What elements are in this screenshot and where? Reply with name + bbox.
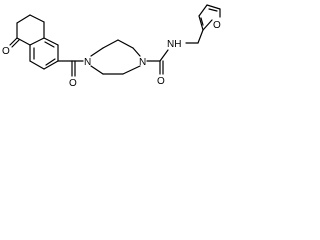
bond: [159, 49, 169, 62]
bond: [122, 65, 141, 75]
furan-ring: O: [198, 4, 221, 31]
bond: [29, 60, 45, 70]
bond: [43, 37, 59, 46]
bond: [102, 39, 119, 49]
bond: [206, 4, 221, 10]
diazepane-ring: N N: [84, 39, 146, 75]
benzene-ring: [29, 37, 59, 70]
furan-oxygen-label: O: [213, 20, 221, 31]
carboxamide-group: O NH: [146, 39, 181, 87]
bond: [44, 41, 55, 48]
bond: [45, 58, 56, 66]
bond: [198, 4, 208, 17]
bond: [208, 8, 218, 12]
ring-nitrogen-label-2: N: [139, 57, 146, 68]
bond: [16, 14, 31, 24]
bond: [197, 29, 204, 44]
aryl-carbonyl-group: O: [57, 60, 84, 89]
bond: [9, 37, 18, 46]
bond: [90, 65, 104, 75]
cyclohexanone-ring: [16, 14, 45, 46]
bond: [29, 14, 45, 23]
chemical-structure-diagram: O O N N O NH: [2, 4, 221, 89]
bond: [132, 47, 141, 57]
bond: [43, 60, 59, 70]
bond: [11, 39, 20, 48]
bond: [29, 37, 45, 46]
carbonyl-oxygen-label-1: O: [69, 78, 77, 89]
ring-nitrogen-label-1: N: [84, 57, 91, 68]
ketone-oxygen-label: O: [2, 46, 10, 57]
structure-canvas: O O N N O NH: [0, 0, 231, 121]
amide-nh-label: NH: [167, 39, 181, 50]
bond: [200, 17, 204, 26]
bond: [198, 15, 204, 31]
bond: [90, 47, 104, 57]
bond: [16, 37, 31, 46]
ketone-group: O: [2, 37, 20, 57]
bond: [117, 39, 134, 49]
methylene-linker: [185, 29, 204, 44]
bond: [202, 19, 213, 31]
carbonyl-oxygen-label-2: O: [157, 76, 165, 87]
